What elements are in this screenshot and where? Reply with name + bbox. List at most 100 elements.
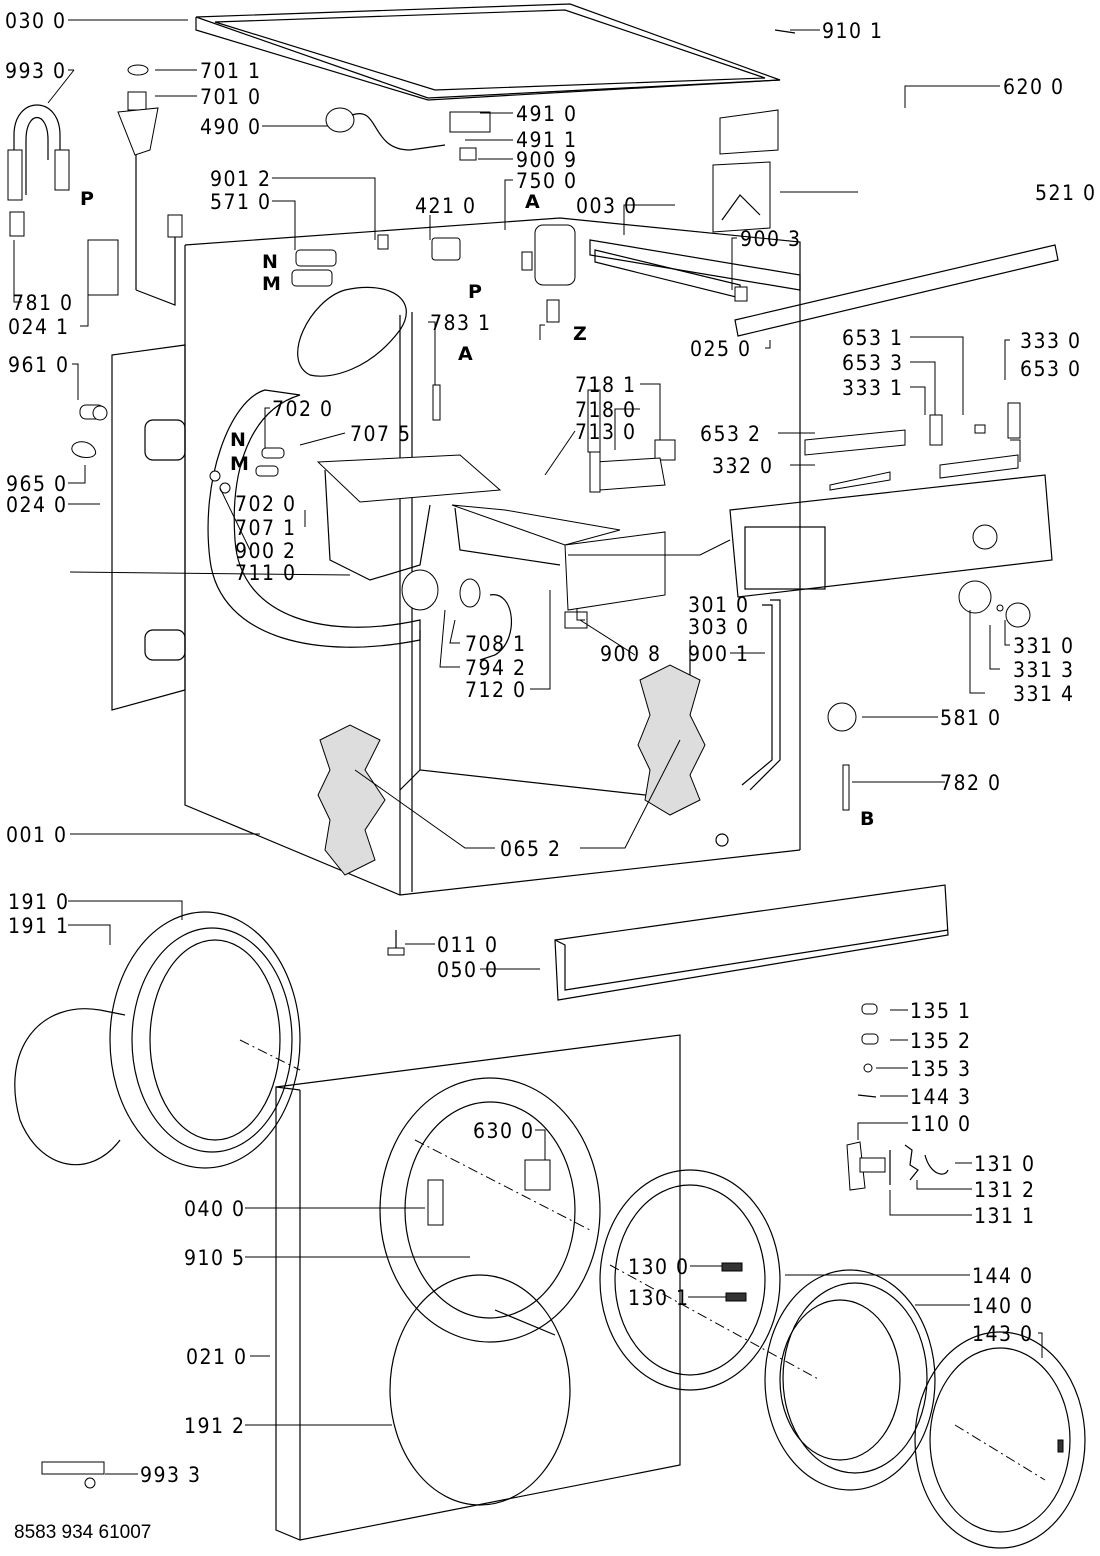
label-910-1: 910 1 [822,19,884,43]
label-003-0: 003 0 [576,194,638,218]
outer-door-part [914,1331,1086,1549]
control-panel-part [729,474,1053,628]
label-130-0: 130 0 [628,1255,690,1279]
label-491-0: 491 0 [516,102,578,126]
label-131-1: 131 1 [974,1204,1036,1228]
label-901-2: 901 2 [210,167,272,191]
part-labels: 030 0 993 0 701 1 701 0 490 0 491 0 491 … [5,9,1097,1487]
connector-letters: P N M A P Z A N M B [80,188,874,830]
label-131-2: 131 2 [974,1178,1036,1202]
letter-a-chamber: A [525,191,540,213]
label-191-1: 191 1 [8,914,70,938]
rear-panel-part [111,344,186,711]
letter-m-valve: M [262,273,281,295]
door-handle-part [846,1141,949,1191]
label-024-0: 024 0 [6,493,68,517]
front-panel-part [275,1034,681,1541]
label-750-0: 750 0 [516,169,578,193]
label-961-0: 961 0 [8,353,70,377]
label-910-5: 910 5 [184,1246,246,1270]
dispenser-drawer-part [451,504,666,611]
label-191-2: 191 2 [184,1414,246,1438]
label-794-2: 794 2 [465,656,527,680]
label-490-0: 490 0 [200,115,262,139]
part-drawings [7,3,1086,1549]
label-993-3: 993 3 [140,1463,202,1487]
wiring-harness-part [564,599,857,811]
label-025-0: 025 0 [690,337,752,361]
label-701-0: 701 0 [200,85,262,109]
label-024-1: 024 1 [8,315,70,339]
letter-b: B [860,808,874,830]
label-620-0: 620 0 [1003,75,1065,99]
letter-a-tube: A [458,343,473,365]
label-130-1: 130 1 [628,1286,690,1310]
letter-z: Z [573,323,587,345]
label-331-3: 331 3 [1013,658,1075,682]
label-110-0: 110 0 [910,1112,972,1136]
label-331-4: 331 4 [1013,682,1075,706]
control-board-part [712,109,779,233]
label-781-0: 781 0 [12,291,74,315]
label-135-1: 135 1 [910,999,972,1023]
label-900-2: 900 2 [235,539,297,563]
label-653-0: 653 0 [1020,357,1082,381]
mains-cable-part [325,107,491,161]
door-frame-part [599,1169,781,1391]
label-708-1: 708 1 [465,632,527,656]
label-131-0: 131 0 [974,1152,1036,1176]
label-030-0: 030 0 [5,9,67,33]
label-144-3: 144 3 [910,1085,972,1109]
label-900-3: 900 3 [740,227,802,251]
door-seal-part [14,911,301,1169]
label-021-0: 021 0 [186,1345,248,1369]
label-144-0: 144 0 [972,1264,1034,1288]
label-701-1: 701 1 [200,59,262,83]
label-140-0: 140 0 [972,1294,1034,1318]
label-707-5: 707 5 [350,422,412,446]
label-135-2: 135 2 [910,1029,972,1053]
label-653-2: 653 2 [700,422,762,446]
label-718-1: 718 1 [575,373,637,397]
label-653-3: 653 3 [842,351,904,375]
label-143-0: 143 0 [972,1322,1034,1346]
label-050-0: 050 0 [437,958,499,982]
dispenser-housing-part [316,454,513,661]
label-301-0: 301 0 [688,593,750,617]
label-900-9: 900 9 [516,148,578,172]
small-hardware [41,29,879,1489]
label-040-0: 040 0 [184,1197,246,1221]
label-718-0: 718 0 [575,398,637,422]
top-rail-part [589,239,1059,337]
letter-n-dispenser: N [230,429,246,451]
label-702-0-top: 702 0 [272,397,334,421]
pressure-chamber-part [521,224,576,323]
label-491-1: 491 1 [516,128,578,152]
label-782-0: 782 0 [940,771,1002,795]
label-521-0: 521 0 [1035,181,1097,205]
label-581-0: 581 0 [940,706,1002,730]
label-332-0: 332 0 [712,454,774,478]
drain-hose-part [7,104,119,296]
label-712-0: 712 0 [465,678,527,702]
door-glass-part [764,1269,936,1491]
leader-lines [13,19,1043,1475]
plinth-part [387,884,949,1001]
water-inlet-part [117,64,183,306]
label-900-1: 900 1 [688,642,750,666]
label-065-2: 065 2 [500,837,562,861]
label-702-0-bottom: 702 0 [235,492,297,516]
label-135-3: 135 3 [910,1057,972,1081]
inlet-valve-part [291,234,461,287]
insulation-pad-part [317,664,706,876]
label-011-0: 011 0 [437,933,499,957]
letter-m-dispenser: M [230,453,249,475]
label-630-0: 630 0 [473,1119,535,1143]
letter-p-chamber: P [468,281,482,303]
letter-n-valve: N [262,251,278,273]
label-333-1: 333 1 [842,376,904,400]
label-191-0: 191 0 [8,890,70,914]
label-001-0: 001 0 [6,823,68,847]
